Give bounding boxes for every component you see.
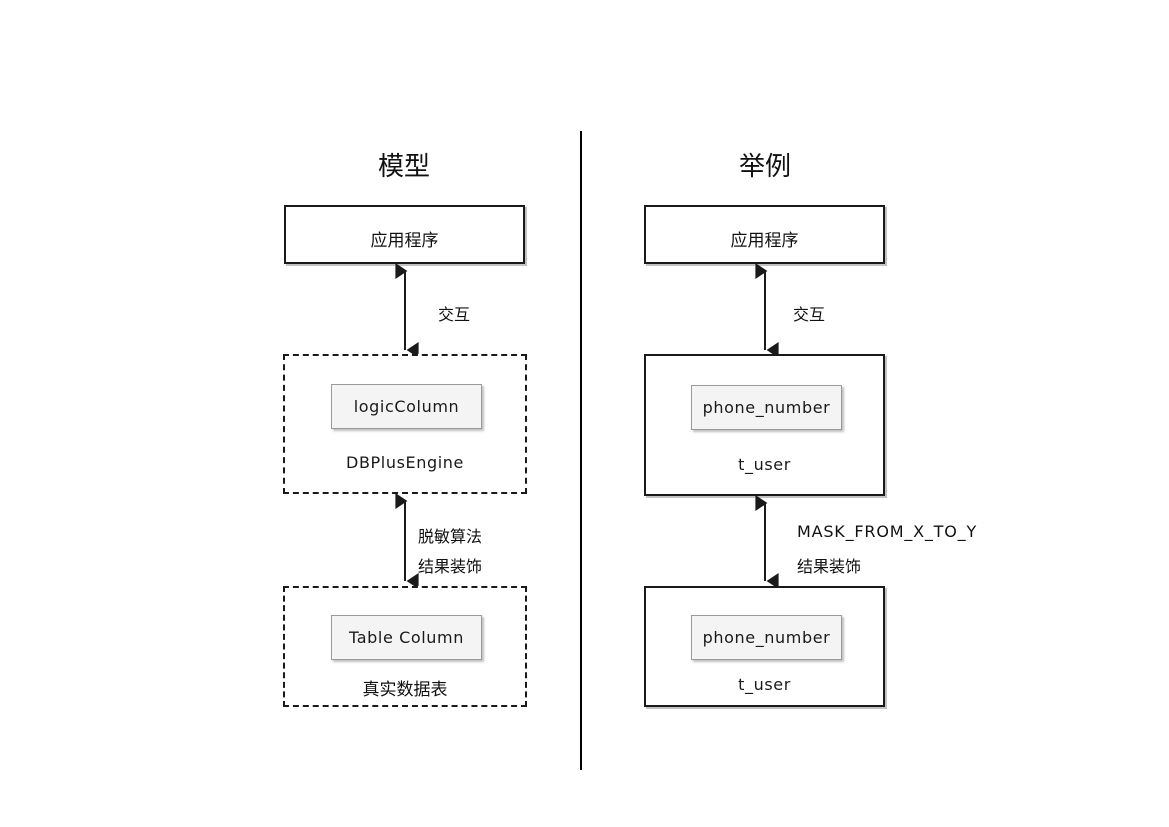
chip-table-column-label: Table Column [349,628,464,647]
node-example-app-label: 应用程序 [730,231,799,251]
node-model-app-label: 应用程序 [370,231,439,251]
chip-logic-column-label: logicColumn [353,397,460,416]
edge-label-example-interaction: 交互 [793,305,826,324]
chip-table-column[interactable]: Table Column [331,615,482,660]
column-title-example: 举例 [738,152,791,182]
node-model-table[interactable]: Table Column 真实数据表 [283,586,527,707]
edge-label-model-algorithm: 脱敏算法 [418,527,483,546]
column-title-model: 模型 [377,152,430,182]
edge-model-app-engine [395,263,419,358]
node-example-tuser-real[interactable]: phone_number t_user [644,586,885,707]
edge-label-example-decoration: 结果装饰 [797,557,862,576]
edge-label-example-mask-algorithm: MASK_FROM_X_TO_Y [797,522,978,541]
node-example-app[interactable]: 应用程序 [644,205,885,264]
node-example-tuser-logic[interactable]: phone_number t_user [644,354,885,496]
column-divider [580,131,582,770]
edge-label-model-interaction: 交互 [438,305,471,324]
edge-example-tuser-tuser [755,495,779,589]
node-model-app[interactable]: 应用程序 [284,205,525,264]
node-model-engine[interactable]: logicColumn DBPlusEngine [283,354,527,494]
edge-model-engine-table [395,493,419,589]
node-example-tuser-logic-caption: t_user [738,455,791,474]
node-model-engine-caption: DBPlusEngine [346,453,464,472]
edge-label-model-decoration: 结果装饰 [418,557,483,576]
chip-phone-number-logic[interactable]: phone_number [691,385,842,430]
chip-phone-number-logic-label: phone_number [702,398,831,417]
node-example-tuser-real-caption: t_user [738,675,791,694]
chip-phone-number-real[interactable]: phone_number [691,615,842,660]
chip-phone-number-real-label: phone_number [702,628,831,647]
chip-logic-column[interactable]: logicColumn [331,384,482,429]
edge-example-app-tuser [755,263,779,358]
node-model-table-caption: 真实数据表 [362,680,448,700]
